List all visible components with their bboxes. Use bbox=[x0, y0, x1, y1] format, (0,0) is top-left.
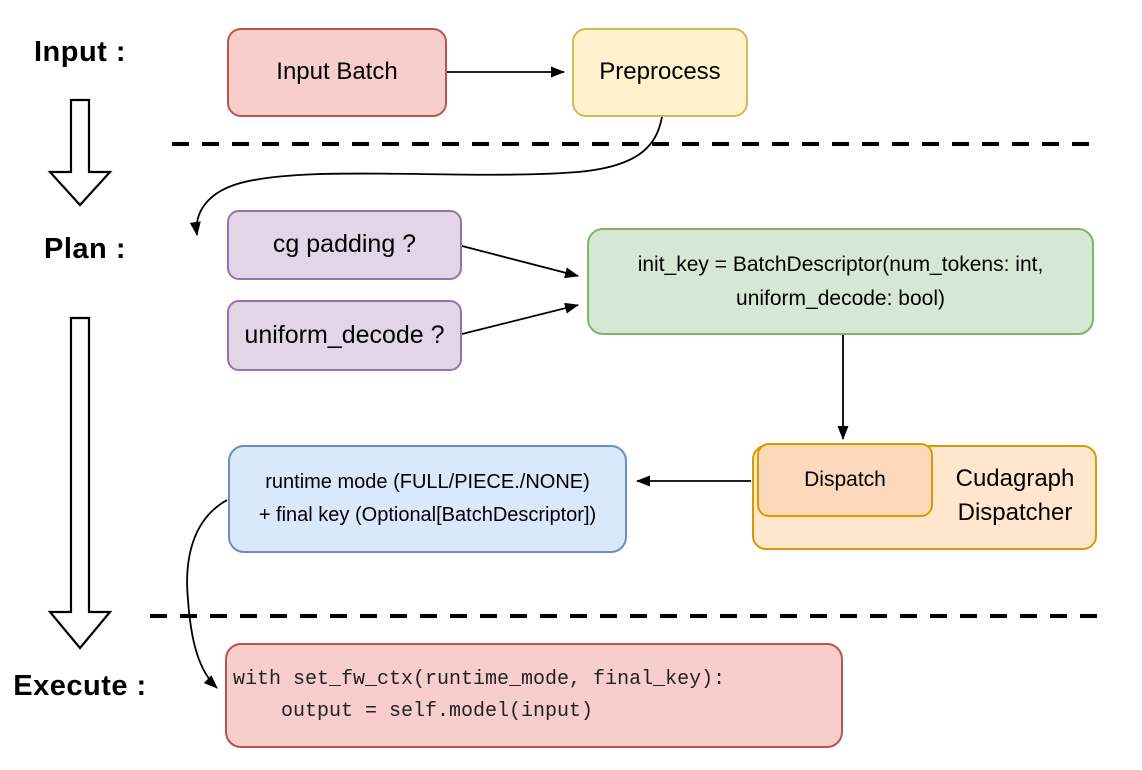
stage-label-input: Input : bbox=[33, 36, 127, 68]
node-input-batch-label: Input Batch bbox=[276, 58, 398, 86]
node-runtime-mode: runtime mode (FULL/PIECE./NONE) + final … bbox=[228, 445, 627, 553]
node-uniform-decode-label: uniform_decode ? bbox=[244, 320, 445, 349]
node-preprocess: Preprocess bbox=[572, 28, 748, 117]
node-runtime-line2: + final key (Optional[BatchDescriptor]) bbox=[258, 504, 597, 526]
node-execute-code: with set_fw_ctx(runtime_mode, final_key)… bbox=[225, 643, 843, 748]
node-cg-padding-label: cg padding ? bbox=[272, 230, 417, 259]
code-line2: output = self.model(input) bbox=[233, 699, 594, 723]
edge-runtime-executecode bbox=[186, 499, 228, 689]
node-cg-padding: cg padding ? bbox=[227, 210, 462, 280]
node-init-key-line1: init_key = BatchDescriptor(num_tokens: i… bbox=[637, 252, 1044, 276]
node-init-key-line2: uniform_decode: bool) bbox=[736, 286, 945, 310]
node-dispatch: Dispatch bbox=[757, 443, 933, 517]
stage-arrow-plan-to-execute bbox=[47, 316, 113, 650]
stage-arrow-input-to-plan bbox=[47, 98, 113, 207]
node-init-key: init_key = BatchDescriptor(num_tokens: i… bbox=[587, 228, 1094, 335]
stage-label-plan: Plan : bbox=[44, 233, 126, 265]
edge-cgpadding-initkey bbox=[461, 245, 579, 279]
cudagraph-line1: Cudagraph bbox=[955, 465, 1075, 492]
stage-label-execute: Execute : bbox=[13, 670, 147, 702]
node-input-batch: Input Batch bbox=[227, 28, 447, 117]
edge-uniformdecode-initkey bbox=[461, 302, 579, 335]
cudagraph-line2: Dispatcher bbox=[957, 499, 1073, 526]
node-preprocess-label: Preprocess bbox=[599, 58, 721, 86]
node-uniform-decode: uniform_decode ? bbox=[227, 300, 462, 371]
node-runtime-line1: runtime mode (FULL/PIECE./NONE) bbox=[265, 471, 590, 493]
node-dispatch-label: Dispatch bbox=[804, 467, 886, 491]
code-line1: with set_fw_ctx(runtime_mode, final_key)… bbox=[233, 667, 726, 691]
node-cudagraph-dispatcher-label: Cudagraph Dispatcher bbox=[935, 462, 1095, 530]
